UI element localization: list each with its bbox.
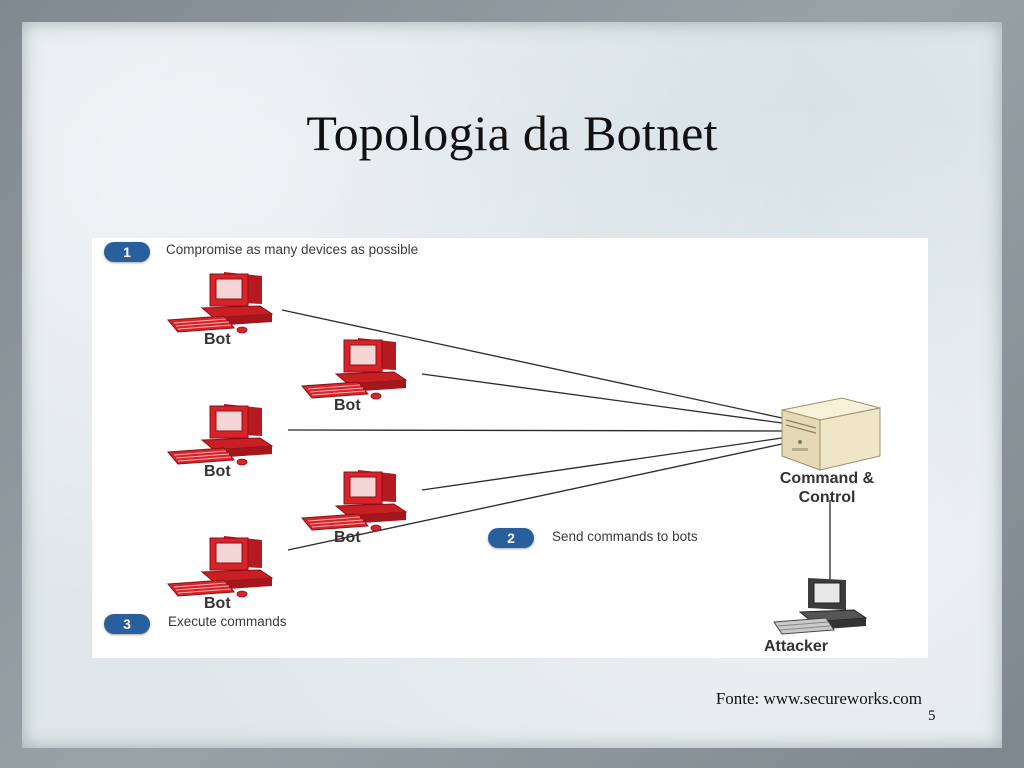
step-3-badge: 3 — [104, 614, 150, 634]
command-control-label: Command & Control — [734, 469, 920, 507]
link-bot-1 — [281, 309, 783, 419]
step-2-text: Send commands to bots — [552, 529, 698, 544]
botnet-diagram: 1 Compromise as many devices as possible… — [92, 238, 928, 658]
command-control-label-line2: Control — [798, 489, 856, 506]
source-credit: Fonte: www.secureworks.com — [715, 689, 922, 708]
step-1-badge: 1 — [104, 242, 150, 262]
command-control-label-line1: Command & — [779, 470, 875, 487]
bot-computer-icon — [301, 337, 407, 400]
bot-computer-icon — [167, 403, 273, 466]
connection-lines — [281, 309, 831, 584]
link-bot-2 — [421, 373, 783, 424]
link-bot-5 — [287, 443, 783, 551]
link-bot-4 — [421, 437, 783, 491]
bot-label: Bot — [334, 529, 361, 546]
step-3-text: Execute commands — [168, 614, 287, 629]
attacker-label: Attacker — [764, 638, 829, 655]
bot-label: Bot — [204, 595, 231, 612]
step-2-badge: 2 — [488, 528, 534, 548]
bot-computer-icon — [167, 535, 273, 598]
diagram-canvas — [167, 271, 881, 635]
page-number: 5 — [928, 708, 936, 724]
attacker-computer-icon — [773, 578, 868, 635]
bot-label: Bot — [334, 397, 361, 414]
bot-label: Bot — [204, 463, 231, 480]
slide-title: Topologia da Botnet — [306, 105, 718, 161]
bot-computer-icon — [167, 271, 273, 334]
step-1-text: Compromise as many devices as possible — [166, 242, 419, 257]
link-bot-3 — [287, 429, 783, 432]
bot-label: Bot — [204, 331, 231, 348]
server-icon — [781, 397, 881, 471]
bot-computer-icon — [301, 469, 407, 532]
